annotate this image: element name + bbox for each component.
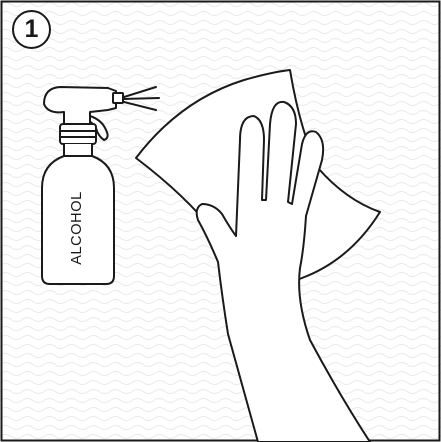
bottle-label-text: ALCOHOL xyxy=(69,191,85,265)
step-number-badge: 1 xyxy=(12,10,51,49)
